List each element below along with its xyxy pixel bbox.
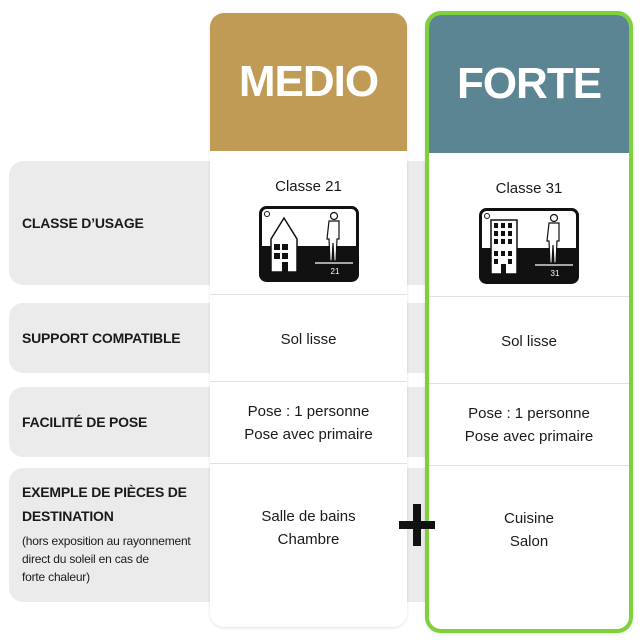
medio-pose-line1: Pose : 1 personne: [247, 403, 370, 420]
forte-divider-2: [429, 383, 629, 384]
office-building-icon: 31: [479, 207, 579, 284]
medio-support-text: Sol lisse: [280, 330, 337, 348]
medio-pieces-cell: Salle de bains Chambre: [210, 464, 407, 592]
row-label-pose: FACILITÉ DE POSE: [22, 387, 147, 457]
row-note-line3: forte chaleur): [22, 570, 90, 584]
medio-pieces-line1: Salle de bains: [261, 508, 356, 525]
forte-pose-line2: Pose avec primaire: [464, 428, 594, 445]
forte-divider-1: [429, 296, 629, 297]
forte-support-text: Sol lisse: [501, 332, 557, 350]
forte-pose-cell: Pose : 1 personne Pose avec primaire: [429, 384, 629, 466]
medio-pieces-line2: Chambre: [277, 531, 340, 548]
row-label-pieces-line1: EXEMPLE DE PIÈCES DE: [22, 484, 187, 500]
forte-column: FORTE Classe 31 31 Sol lisse Po: [425, 11, 633, 633]
forte-header: FORTE: [429, 15, 629, 153]
forte-classe-label: Classe 31: [495, 179, 563, 197]
forte-pieces-line2: Salon: [509, 533, 549, 550]
medio-pose-line2: Pose avec primaire: [244, 426, 373, 443]
row-note-line2: direct du soleil en cas de: [22, 552, 149, 566]
plus-icon: [399, 504, 435, 546]
house-icon: 21: [258, 205, 359, 282]
medio-title: MEDIO: [238, 57, 379, 106]
medio-header: MEDIO: [210, 13, 407, 151]
row-label-usage: CLASSE D’USAGE: [22, 161, 144, 285]
medio-classe-label: Classe 21: [275, 177, 342, 195]
medio-divider-1: [210, 294, 407, 295]
medio-divider-2: [210, 381, 407, 382]
forte-support-cell: Sol lisse: [429, 297, 629, 385]
row-label-pieces: EXEMPLE DE PIÈCES DE DESTINATION (hors e…: [22, 480, 191, 586]
row-label-support: SUPPORT COMPATIBLE: [22, 303, 181, 373]
row-label-support-text: SUPPORT COMPATIBLE: [22, 330, 181, 346]
forte-pose-line1: Pose : 1 personne: [468, 405, 590, 422]
medio-usage-cell: Classe 21 21: [210, 163, 407, 293]
forte-usage-cell: Classe 31 31: [429, 165, 629, 295]
forte-pieces-line1: Cuisine: [503, 510, 555, 527]
forte-class-number: 31: [551, 269, 560, 278]
medio-divider-3: [210, 463, 407, 464]
row-label-pose-text: FACILITÉ DE POSE: [22, 414, 148, 430]
forte-title: FORTE: [456, 59, 602, 108]
row-label-usage-text: CLASSE D’USAGE: [22, 215, 144, 231]
medio-class-number: 21: [330, 267, 339, 276]
medio-pose-cell: Pose : 1 personne Pose avec primaire: [210, 382, 407, 464]
medio-column: MEDIO Classe 21 21 Sol lisse Pose : 1 pe…: [210, 13, 407, 627]
forte-pieces-cell: Cuisine Salon: [429, 466, 629, 594]
row-note-line1: (hors exposition au rayonnement: [22, 534, 191, 548]
row-label-pieces-line2: DESTINATION: [22, 508, 114, 524]
medio-support-cell: Sol lisse: [210, 295, 407, 383]
forte-divider-3: [429, 465, 629, 466]
